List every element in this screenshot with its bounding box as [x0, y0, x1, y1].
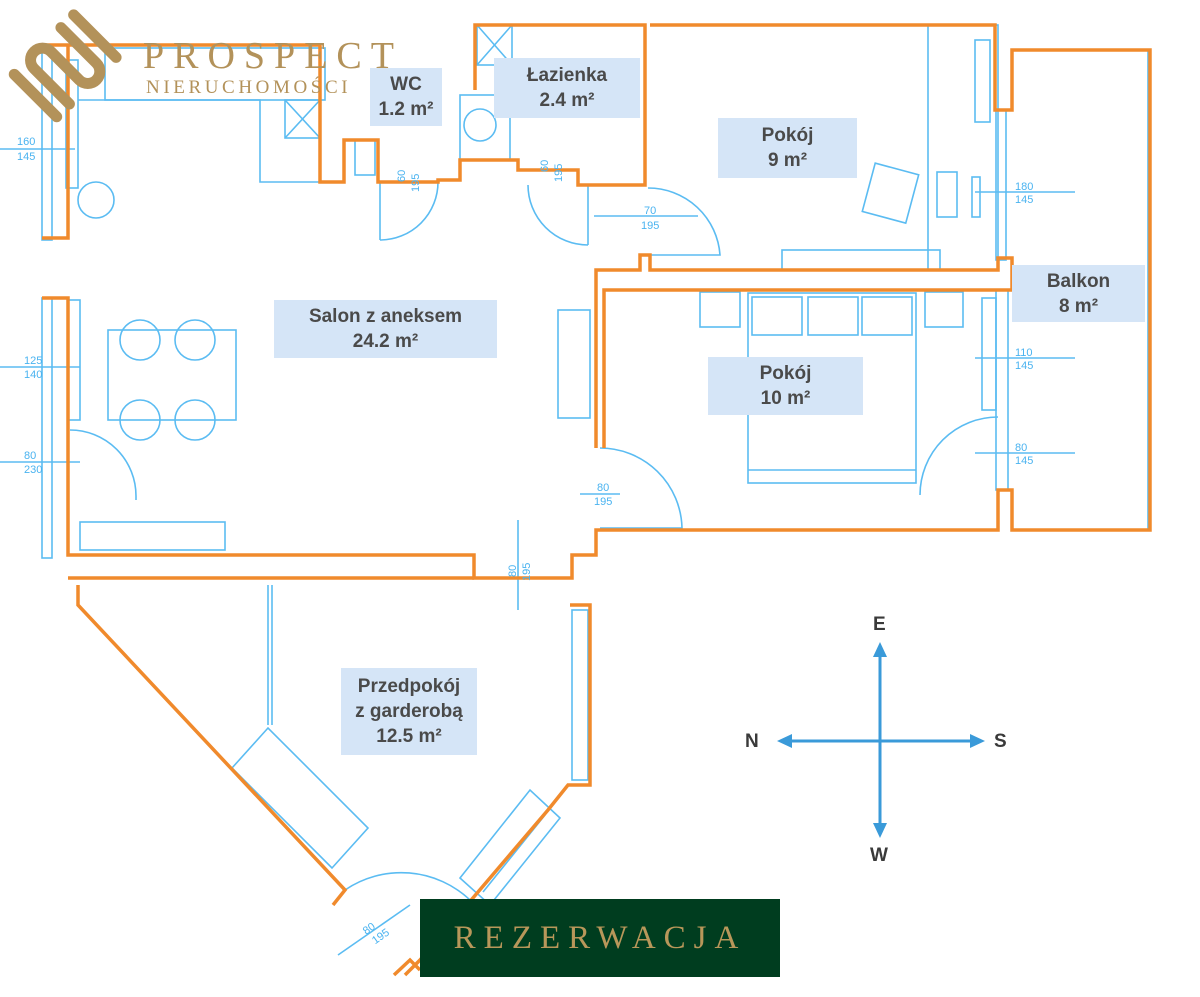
room-name: Pokój — [761, 125, 814, 146]
dimension-width: 110 — [1015, 347, 1033, 359]
dimension-width: 80 — [361, 921, 378, 938]
dimension-height: 140 — [24, 369, 42, 381]
furniture — [0, 24, 1149, 956]
dimension-height: 145 — [1015, 194, 1033, 206]
dimension-width: 160 — [17, 136, 35, 148]
logo-subtitle: NIERUCHOMOŚCI — [146, 77, 352, 98]
room-label-balcony: Balkon 8 m² — [1012, 265, 1145, 322]
compass-west: W — [870, 845, 888, 866]
dimension-height: 145 — [17, 151, 35, 163]
dimension-height: 230 — [24, 464, 42, 476]
room-name: Balkon — [1046, 270, 1111, 292]
room-area: 12.5 m² — [376, 726, 442, 747]
compass-north: N — [745, 731, 759, 752]
room-name: Łazienka — [526, 65, 608, 86]
dimension-width: 70 — [644, 205, 656, 217]
room-label-bathroom: Łazienka 2.4 m² — [494, 58, 640, 118]
room-area: 9 m² — [767, 150, 808, 171]
dimension-height: 195 — [594, 496, 612, 508]
room-name-line2: z garderobą — [355, 701, 463, 722]
room-label-room-10: Pokój 10 m² — [708, 357, 863, 415]
dimension-width: 80 — [1015, 442, 1027, 454]
dimension-height: 195 — [410, 174, 422, 192]
dimension-height: 145 — [1015, 360, 1033, 372]
room-name: Salon z aneksem — [308, 306, 463, 327]
dimension-width: 125 — [24, 355, 42, 367]
dimension-height: 195 — [641, 220, 659, 232]
compass-south: S — [994, 731, 1007, 752]
room-area: 10 m² — [760, 388, 811, 409]
reservation-banner: REZERWACJA — [420, 899, 780, 977]
compass-arrows — [777, 642, 985, 838]
room-area: 8 m² — [1058, 295, 1099, 317]
room-name: WC — [390, 74, 422, 95]
dimension-width: 180 — [1015, 181, 1033, 193]
room-area: 1.2 m² — [378, 99, 434, 120]
room-area: 24.2 m² — [352, 331, 419, 352]
compass-east: E — [873, 614, 886, 635]
dimension-width: 80 — [24, 450, 36, 462]
logo-title: PROSPECT — [143, 35, 403, 77]
room-area: 2.4 m² — [539, 90, 595, 111]
room-label-living-room: Salon z aneksem 24.2 m² — [274, 300, 497, 358]
logo-mark — [8, 9, 122, 123]
room-name: Pokój — [759, 363, 812, 384]
room-label-room-9: Pokój 9 m² — [718, 118, 857, 178]
room-label-wc: WC 1.2 m² — [370, 68, 442, 126]
dimension-width: 80 — [507, 565, 519, 577]
room-label-hallway: Przedpokój z garderobą 12.5 m² — [341, 668, 477, 755]
dimension-width: 60 — [396, 170, 408, 182]
dimension-height: 195 — [521, 563, 533, 581]
dimension-height: 195 — [553, 164, 565, 182]
room-name: Przedpokój — [357, 676, 461, 697]
dimension-width: 60 — [539, 160, 551, 172]
dimension-width: 80 — [597, 482, 609, 494]
dimension-height: 145 — [1015, 455, 1033, 467]
